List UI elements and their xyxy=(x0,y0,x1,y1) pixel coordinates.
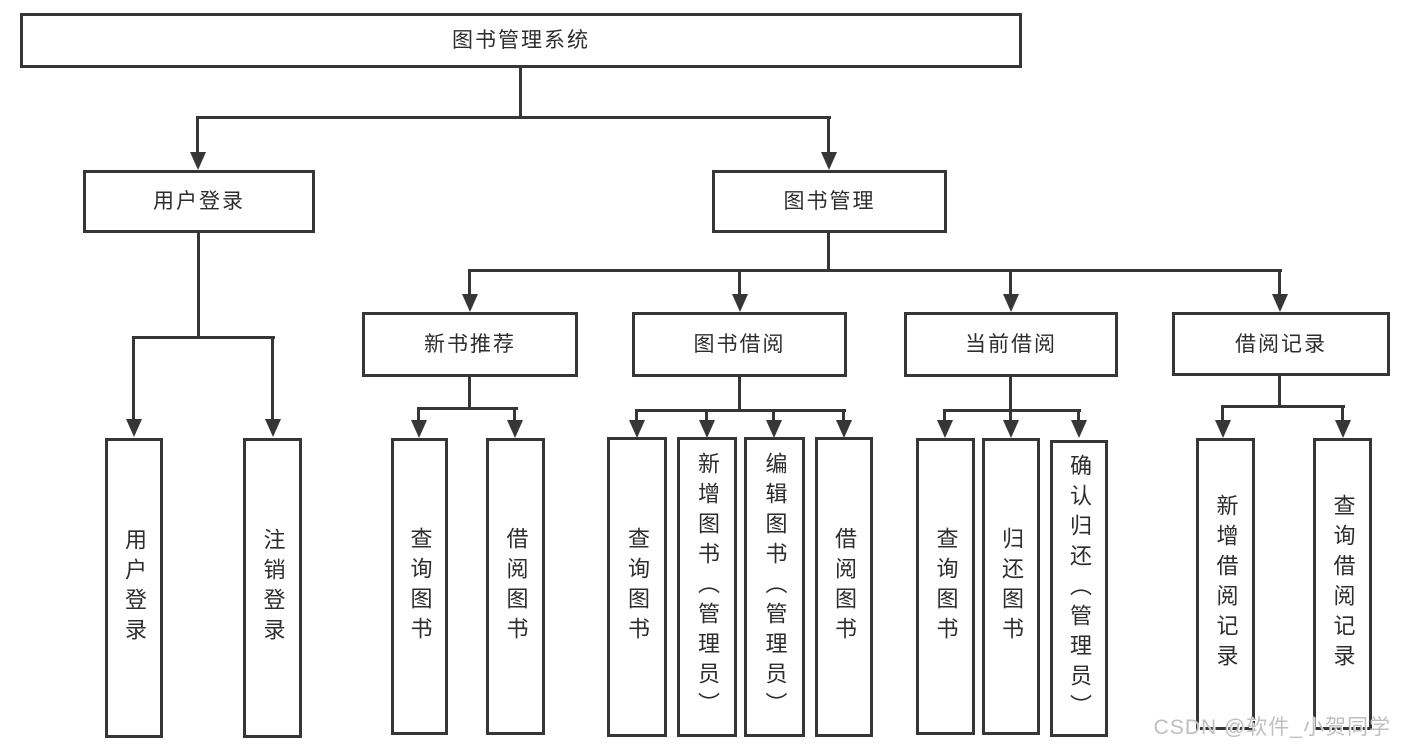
node-label: 当前借阅 xyxy=(965,333,1057,356)
leaf-query-borrow-record: 查询借阅记录 xyxy=(1313,438,1372,730)
node-label: 确认归还（管理员） xyxy=(1067,453,1092,724)
leaf-add-borrow-record: 新增借阅记录 xyxy=(1196,438,1255,730)
connector-line xyxy=(827,116,830,154)
connector-line xyxy=(1221,405,1345,408)
arrow-down-icon xyxy=(1003,294,1019,312)
arrow-down-icon xyxy=(1215,420,1231,438)
connector-line xyxy=(468,377,471,410)
arrow-down-icon xyxy=(265,419,281,437)
arrow-down-icon xyxy=(190,152,206,170)
node-label: 归还图书 xyxy=(999,526,1024,647)
connector-line xyxy=(943,409,1081,412)
connector-line xyxy=(1341,405,1344,422)
connector-line xyxy=(842,409,845,422)
connector-line xyxy=(197,116,831,119)
node-label: 借阅图书 xyxy=(832,527,857,647)
leaf-edit-books-admin: 编辑图书（管理员） xyxy=(744,437,805,737)
node-label: 借阅图书 xyxy=(503,526,529,647)
node-label: 新增借阅记录 xyxy=(1213,494,1239,674)
node-label: 图书管理 xyxy=(783,190,876,213)
arrow-down-icon xyxy=(629,420,645,438)
node-user-login: 用户登录 xyxy=(83,170,315,233)
node-new-book-recommend: 新书推荐 xyxy=(362,312,578,377)
leaf-query-books-current: 查询图书 xyxy=(916,438,975,735)
node-label: 新增图书（管理员） xyxy=(695,452,720,722)
arrow-down-icon xyxy=(1071,420,1087,438)
connector-line xyxy=(635,409,846,412)
arrow-down-icon xyxy=(1003,420,1019,438)
node-root-system: 图书管理系统 xyxy=(20,13,1022,68)
csdn-watermark: CSDN @软件_小贺同学 xyxy=(1153,716,1391,739)
connector-line xyxy=(1009,269,1012,296)
connector-line xyxy=(943,409,946,422)
connector-line xyxy=(468,269,471,296)
node-label: 编辑图书（管理员） xyxy=(762,452,788,722)
connector-line xyxy=(635,409,638,422)
node-book-borrow: 图书借阅 xyxy=(632,312,847,377)
node-label: 用户登录 xyxy=(153,190,245,213)
leaf-confirm-return-admin: 确认归还（管理员） xyxy=(1050,440,1108,737)
leaf-query-books-recommend: 查询图书 xyxy=(391,438,448,735)
node-label: 查询借阅记录 xyxy=(1330,494,1356,674)
node-current-borrow: 当前借阅 xyxy=(904,312,1118,377)
arrow-down-icon xyxy=(937,420,953,438)
connector-line xyxy=(738,377,741,412)
connector-line xyxy=(772,409,775,422)
connector-line xyxy=(705,409,708,422)
arrow-down-icon xyxy=(766,420,782,438)
leaf-logout: 注销登录 xyxy=(243,438,302,738)
arrow-down-icon xyxy=(1272,294,1288,312)
connector-line xyxy=(519,68,522,117)
leaf-borrow-books-recommend: 借阅图书 xyxy=(486,438,545,735)
connector-line xyxy=(468,269,1282,272)
connector-line xyxy=(1009,409,1012,422)
connector-line xyxy=(827,233,830,272)
leaf-return-books: 归还图书 xyxy=(982,438,1040,735)
connector-line xyxy=(1221,405,1224,422)
connector-line xyxy=(1077,409,1080,422)
leaf-query-books-borrow: 查询图书 xyxy=(607,437,667,737)
arrow-down-icon xyxy=(507,420,523,438)
node-label: 查询图书 xyxy=(407,526,433,647)
node-label: 用户登录 xyxy=(122,528,147,648)
node-borrow-records: 借阅记录 xyxy=(1172,312,1390,376)
connector-line xyxy=(271,336,274,420)
connector-line xyxy=(1278,269,1281,296)
connector-line xyxy=(132,336,275,339)
node-label: 图书借阅 xyxy=(693,333,786,356)
leaf-borrow-books: 借阅图书 xyxy=(815,437,873,737)
arrow-down-icon xyxy=(462,294,478,312)
arrow-down-icon xyxy=(411,420,427,438)
connector-line xyxy=(197,233,200,337)
node-label: 查询图书 xyxy=(625,527,650,647)
arrow-down-icon xyxy=(821,152,837,170)
node-label: 借阅记录 xyxy=(1235,332,1327,356)
node-label: 注销登录 xyxy=(260,528,286,648)
connector-line xyxy=(196,116,199,154)
arrow-down-icon xyxy=(1335,420,1351,438)
connector-line xyxy=(417,407,518,410)
connector-line xyxy=(417,407,420,422)
node-label: 图书管理系统 xyxy=(452,29,590,52)
connector-line xyxy=(1278,376,1281,408)
arrow-down-icon xyxy=(732,294,748,312)
connector-line xyxy=(738,269,741,296)
connector-line xyxy=(513,407,516,422)
leaf-add-books-admin: 新增图书（管理员） xyxy=(677,437,737,737)
connector-line xyxy=(1009,377,1012,412)
arrow-down-icon xyxy=(836,420,852,438)
node-book-management: 图书管理 xyxy=(712,170,947,233)
node-label: 查询图书 xyxy=(933,526,959,647)
connector-line xyxy=(132,336,135,420)
arrow-down-icon xyxy=(126,419,142,437)
leaf-user-login: 用户登录 xyxy=(105,438,163,738)
arrow-down-icon xyxy=(699,420,715,438)
node-label: 新书推荐 xyxy=(424,333,516,356)
